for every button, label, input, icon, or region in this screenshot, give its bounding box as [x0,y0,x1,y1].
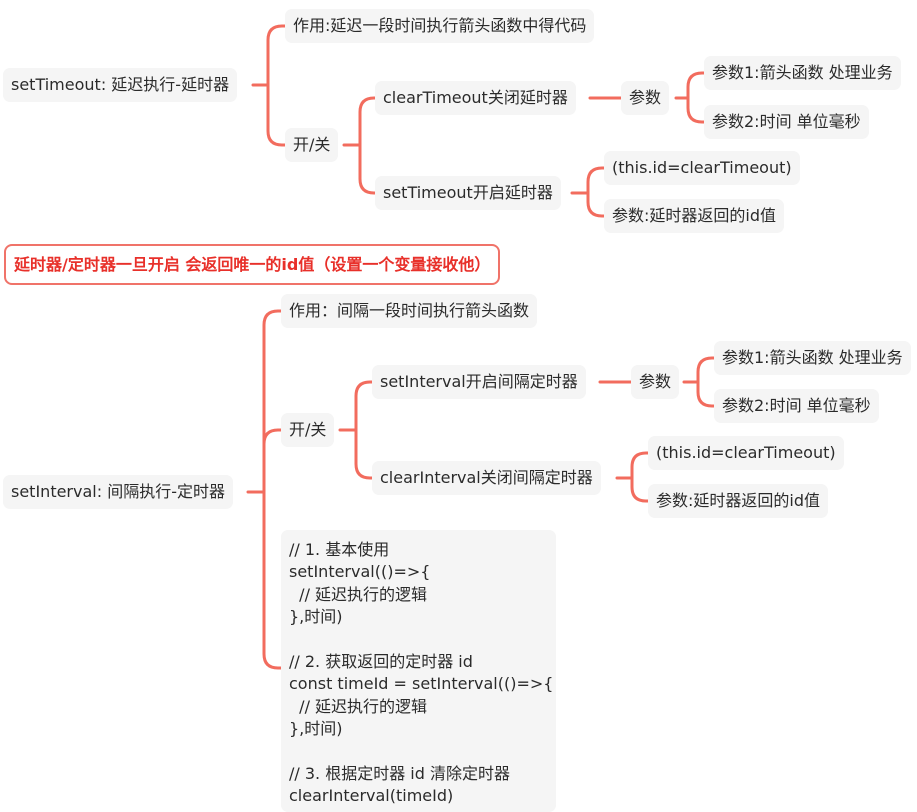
cleartimeout-param1-node[interactable]: 参数1:箭头函数 处理业务 [704,56,901,90]
interval-params-connector-link-1 [696,380,716,408]
interval-clear-connector-link-1 [630,476,650,503]
timeout-root-connector-link-1 [266,83,287,147]
settimeout-purpose-node[interactable]: 作用:延迟一段时间执行箭头函数中得代码 [285,9,595,43]
interval-params-connector-link-0 [696,356,716,384]
setinterval-toggle-node[interactable]: 开/关 [281,413,335,447]
timer-id-note[interactable]: 延时器/定时器一旦开启 会返回唯一的id值（设置一个变量接收他） [4,244,501,285]
timeout-start-connector-link-1 [586,191,606,218]
cleartimeout-param2-node[interactable]: 参数2:时间 单位毫秒 [704,105,869,139]
cleartimeout-params-node[interactable]: 参数 [621,81,670,115]
interval-root-connector-link-1 [262,428,283,494]
timeout-start-connector-link-0 [586,166,606,195]
timeout-params-connector-link-0 [686,71,706,100]
settimeout-root-node[interactable]: setTimeout: 延迟执行-延时器 [3,68,238,102]
interval-toggle-connector-link-0 [354,380,374,432]
interval-root-connector-link-0 [262,309,283,494]
setinterval-param2-node[interactable]: 参数2:时间 单位毫秒 [714,389,879,423]
settimeout-start-child2-node[interactable]: 参数:延时器返回的id值 [604,199,784,233]
clearinterval-child1-node[interactable]: (this.id=clearTimeout) [648,436,844,470]
setinterval-start-node[interactable]: setInterval开启间隔定时器 [372,365,586,399]
settimeout-start-child1-node[interactable]: (this.id=clearTimeout) [604,151,800,185]
timeout-root-connector-link-0 [266,24,287,87]
settimeout-start-node[interactable]: setTimeout开启延时器 [375,176,561,210]
cleartimeout-node[interactable]: clearTimeout关闭延时器 [375,81,576,115]
setinterval-param1-node[interactable]: 参数1:箭头函数 处理业务 [714,341,911,375]
timeout-params-connector-link-1 [686,96,706,124]
setinterval-purpose-node[interactable]: 作用：间隔一段时间执行箭头函数 [281,294,538,328]
timeout-toggle-connector-link-0 [358,96,377,147]
setinterval-params-node[interactable]: 参数 [631,365,680,399]
interval-root-connector-link-2 [262,490,283,670]
setinterval-code-node[interactable]: // 1. 基本使用 setInterval(()=>{ // 延迟执行的逻辑 … [281,530,556,812]
settimeout-toggle-node[interactable]: 开/关 [285,128,339,162]
interval-toggle-connector-link-1 [354,428,374,480]
interval-clear-connector-link-0 [630,451,650,480]
clearinterval-node[interactable]: clearInterval关闭间隔定时器 [372,461,601,495]
timeout-toggle-connector-link-1 [358,143,377,195]
setinterval-root-node[interactable]: setInterval: 间隔执行-定时器 [3,475,233,509]
clearinterval-child2-node[interactable]: 参数:延时器返回的id值 [648,484,828,518]
